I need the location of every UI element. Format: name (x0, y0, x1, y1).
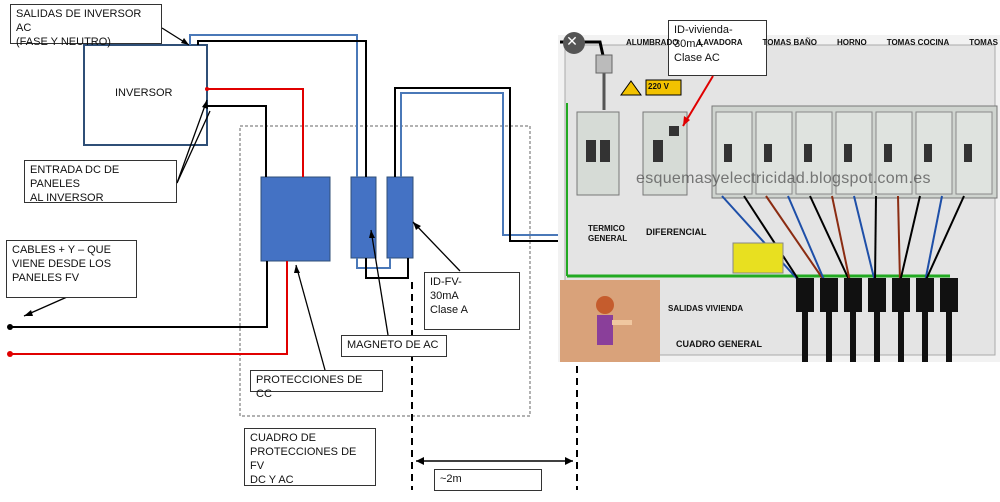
label-inversor: INVERSOR (115, 87, 173, 99)
black-wire-ac-out (197, 40, 367, 177)
red-wire-dc-top (207, 88, 304, 177)
label-id-vivienda: ID-vivienda- 30mA Clase AC (668, 20, 767, 76)
breaker (795, 111, 833, 195)
label-diferencial: DIFERENCIAL (646, 227, 707, 237)
breaker (915, 111, 953, 195)
panel-header-labels: ALUMBRADO LAVADORA TOMAS BAÑO HORNO TOMAS CO… (626, 38, 998, 52)
label-entrada-dc: ENTRADA DC DE PANELES AL INVERSOR (24, 160, 177, 204)
label-cables-fv: CABLES + Y – QUE VIENE DESDE LOS PANELES… (6, 240, 137, 298)
black-wire-dc-top (207, 105, 267, 177)
breaker (875, 111, 913, 195)
label-cuadro-fv: CUADRO DE PROTECCIONES DE FV DC Y AC (244, 428, 376, 486)
voltage-tag: 220 V (648, 82, 669, 91)
cable-gland (820, 278, 838, 312)
panel-header-label: LAVADORA (698, 38, 743, 47)
panel-header-label: TOMAS COCINA (886, 38, 950, 47)
breaker (835, 111, 873, 195)
close-icon (563, 32, 585, 54)
panel-header-label: ALUMBRADO (626, 38, 679, 47)
label-magneto-ac: MAGNETO DE AC (341, 335, 447, 357)
black-wire-magneto-id (365, 258, 409, 279)
inverter-box (83, 44, 208, 146)
panel-header-label: HORNO (836, 38, 867, 47)
label-distancia: ~2m (434, 469, 542, 491)
cable-gland (796, 278, 814, 312)
label-salidas-inversor: SALIDAS DE INVERSOR AC (FASE Y NEUTRO) (10, 4, 162, 48)
dc-protection-box (260, 176, 331, 262)
close-button[interactable]: ✕ (566, 34, 578, 50)
breaker (715, 111, 753, 195)
label-cuadro-general: CUADRO GENERAL (676, 339, 763, 349)
cable-gland (892, 278, 910, 312)
watermark: esquemasyelectricidad.blogspot.com.es (636, 170, 931, 187)
panel-header-label: TOMAS (969, 38, 998, 47)
fv-protection-enclosure (239, 125, 531, 417)
id-fv-box (386, 176, 414, 259)
black-wire-panels (10, 261, 268, 328)
house-panel (558, 32, 1000, 362)
ac-magneto-box (350, 176, 377, 259)
blue-wire-ac-out (189, 34, 358, 177)
cable-gland (940, 278, 958, 312)
panel-header-label: TOMAS BAÑO (762, 38, 818, 47)
cable-gland (844, 278, 862, 312)
cable-gland (916, 278, 934, 312)
breaker (755, 111, 793, 195)
red-wire-panels (10, 261, 288, 355)
cable-gland (868, 278, 886, 312)
breaker (955, 111, 993, 195)
label-salidas-vivienda: SALIDAS VIVIENDA (668, 304, 744, 313)
label-protecciones-cc: PROTECCIONES DE CC (250, 370, 383, 400)
blue-wire-magneto-id (356, 258, 391, 269)
label-id-fv: ID-FV- 30mA Clase A (424, 272, 520, 330)
label-termico-general: TERMICO GENERAL (588, 224, 628, 243)
